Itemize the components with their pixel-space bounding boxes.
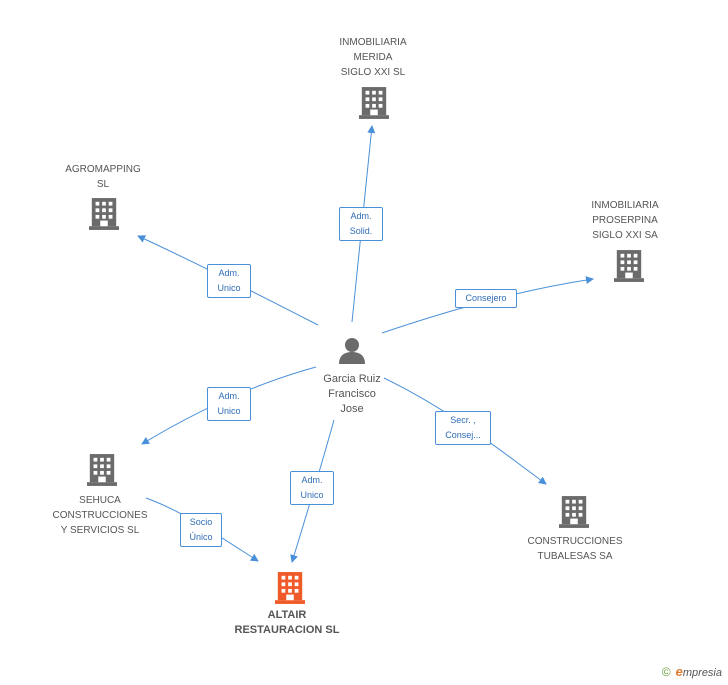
building-icon-inmobiliaria-proserpina[interactable] xyxy=(614,250,644,282)
edge-label-socio-unico: Socio Único xyxy=(180,513,222,547)
edge-label-secr-consej: Secr. , Consej... xyxy=(435,411,491,445)
edge-label-adm-solid: Adm. Solid. xyxy=(339,207,383,241)
edge-label-adm-unico-sehuca: Adm. Unico xyxy=(207,387,251,421)
node-label-sehuca[interactable]: SEHUCA CONSTRUCCIONES Y SERVICIOS SL xyxy=(52,495,148,536)
building-icon-sehuca[interactable] xyxy=(87,454,117,486)
building-icon-inmobiliaria-merida[interactable] xyxy=(359,87,389,119)
edge-label-adm-unico-altair: Adm. Unico xyxy=(290,471,334,505)
footer-brand: © empresia xyxy=(662,664,722,679)
copyright-icon: © xyxy=(661,665,671,679)
person-name[interactable]: Garcia Ruiz Francisco Jose xyxy=(323,373,381,415)
building-icon-construcciones-tubalesas[interactable] xyxy=(559,496,589,528)
node-label-inmobiliaria-merida[interactable]: INMOBILIARIA MERIDA SIGLO XXI SL xyxy=(339,37,407,78)
edge-label-adm-unico-agromapping: Adm. Unico xyxy=(207,264,251,298)
node-label-inmobiliaria-proserpina[interactable]: INMOBILIARIA PROSERPINA SIGLO XXI SA xyxy=(591,200,659,241)
node-label-construcciones-tubalesas[interactable]: CONSTRUCCIONES TUBALESAS SA xyxy=(527,536,623,562)
person-icon[interactable] xyxy=(339,338,365,364)
building-icon-altair[interactable] xyxy=(275,572,305,604)
building-icon-agromapping[interactable] xyxy=(89,198,119,230)
brand-logo-letter: e xyxy=(675,664,683,679)
node-label-altair[interactable]: ALTAIR RESTAURACION SL xyxy=(234,609,340,636)
edges xyxy=(137,125,594,563)
brand-name: mpresia xyxy=(682,667,722,679)
edge-label-consejero: Consejero xyxy=(455,289,517,308)
node-label-agromapping[interactable]: AGROMAPPING SL xyxy=(65,164,141,190)
